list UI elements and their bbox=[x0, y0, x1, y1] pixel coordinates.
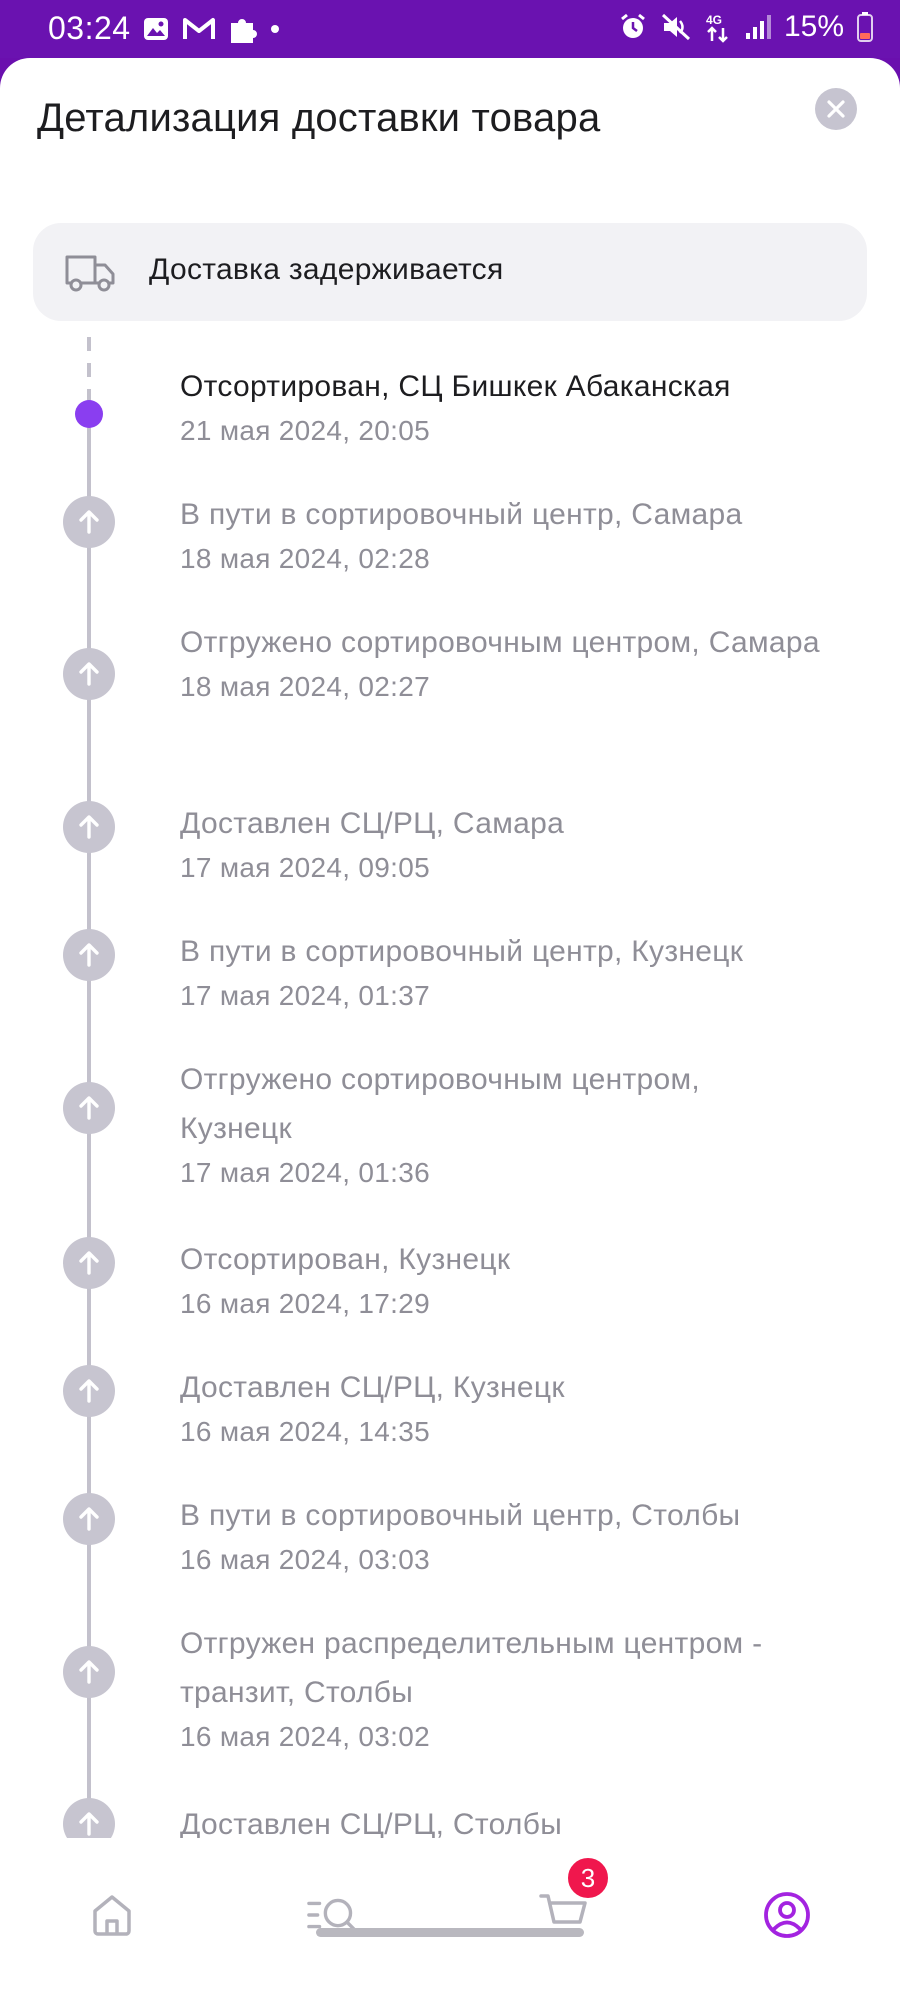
timeline-event: Отсортирован, Кузнецк 16 мая 2024, 17:29 bbox=[180, 1235, 860, 1324]
delivery-timeline: Отсортирован, СЦ Бишкек Абаканская 21 ма… bbox=[0, 58, 900, 1838]
arrow-up-icon bbox=[79, 510, 99, 534]
status-time: 03:24 bbox=[48, 10, 131, 46]
arrow-up-icon bbox=[79, 662, 99, 686]
timeline-event: Отгружен распределительным центром - тра… bbox=[180, 1619, 860, 1757]
event-date: 16 мая 2024, 03:02 bbox=[180, 1721, 431, 1752]
arrow-up-icon bbox=[79, 1812, 99, 1836]
event-status: Отгружено сортировочным центром, Самара bbox=[180, 626, 820, 659]
mail-icon bbox=[183, 18, 215, 39]
event-date: 18 мая 2024, 02:28 bbox=[180, 543, 431, 574]
alarm-icon bbox=[621, 13, 645, 38]
arrow-up-node bbox=[63, 1365, 115, 1417]
nav-catalog[interactable] bbox=[306, 1885, 366, 1945]
system-icons: 4G 15% bbox=[618, 10, 874, 44]
arrow-up-node bbox=[63, 496, 115, 548]
timeline-event: Отгружено сортировочным центром, Кузнецк… bbox=[180, 1055, 820, 1193]
timeline-dashed-line bbox=[87, 337, 91, 405]
timeline-event: Доставлен СЦ/РЦ, Кузнецк 16 мая 2024, 14… bbox=[180, 1363, 860, 1452]
nav-profile[interactable] bbox=[757, 1885, 817, 1945]
nav-home[interactable] bbox=[82, 1885, 142, 1945]
mute-icon bbox=[661, 13, 690, 41]
delivery-details-sheet: Детализация доставки товара Доставка зад… bbox=[0, 58, 900, 2007]
close-button[interactable] bbox=[815, 88, 857, 130]
delivery-delayed-banner: Доставка задерживается bbox=[33, 223, 867, 321]
event-date: 16 мая 2024, 17:29 bbox=[180, 1288, 431, 1319]
timeline-event: В пути в сортировочный центр, Самара 18 … bbox=[180, 490, 860, 579]
event-status: Отгружен распределительным центром - тра… bbox=[180, 1627, 763, 1709]
puzzle-icon bbox=[231, 19, 257, 43]
arrow-up-node bbox=[63, 801, 115, 853]
arrow-up-node bbox=[63, 1798, 115, 1838]
event-date: 18 мая 2024, 02:27 bbox=[180, 671, 431, 702]
catalog-search-icon bbox=[307, 1898, 359, 1935]
profile-icon bbox=[764, 1892, 810, 1938]
event-status: Отсортирован, Кузнецк bbox=[180, 1243, 511, 1276]
notification-icons bbox=[142, 13, 280, 45]
arrow-up-node bbox=[63, 1237, 115, 1289]
timeline-event: В пути в сортировочный центр, Кузнецк 17… bbox=[180, 927, 860, 1016]
arrow-up-icon bbox=[79, 1379, 99, 1403]
event-status: Доставлен СЦ/РЦ, Столбы bbox=[180, 1808, 563, 1838]
cart-badge: 3 bbox=[566, 1856, 610, 1900]
truck-icon bbox=[65, 255, 115, 292]
arrow-up-node bbox=[63, 929, 115, 981]
arrow-up-node bbox=[63, 1646, 115, 1698]
dot-icon bbox=[271, 25, 279, 33]
arrow-up-icon bbox=[79, 1096, 99, 1120]
event-status: Отгружено сортировочным центром, Кузнецк bbox=[180, 1063, 701, 1145]
signal-icon bbox=[745, 15, 771, 39]
svg-text:4G: 4G bbox=[706, 13, 722, 27]
home-icon bbox=[93, 1895, 131, 1936]
arrow-up-icon bbox=[79, 1660, 99, 1684]
battery-icon bbox=[857, 12, 873, 42]
status-bar: 03:24 4G bbox=[0, 0, 900, 58]
event-date: 16 мая 2024, 03:03 bbox=[180, 1544, 431, 1575]
battery-percentage: 15% bbox=[783, 10, 844, 43]
banner-text: Доставка задерживается bbox=[149, 253, 504, 286]
arrow-up-node bbox=[63, 648, 115, 700]
event-date: 16 мая 2024, 14:35 bbox=[180, 1416, 431, 1447]
event-date: 17 мая 2024, 01:36 bbox=[180, 1157, 431, 1188]
timeline-event: Отсортирован, СЦ Бишкек Абаканская 21 ма… bbox=[180, 362, 860, 451]
event-status: В пути в сортировочный центр, Кузнецк bbox=[180, 935, 744, 968]
timeline-event: Доставлен СЦ/РЦ, Столбы bbox=[180, 1800, 860, 1838]
gallery-icon bbox=[144, 18, 168, 40]
event-status: Доставлен СЦ/РЦ, Кузнецк bbox=[180, 1371, 565, 1404]
timeline-event: Доставлен СЦ/РЦ, Самара 17 мая 2024, 09:… bbox=[180, 799, 860, 888]
event-date: 17 мая 2024, 09:05 bbox=[180, 852, 431, 883]
current-status-dot bbox=[75, 400, 103, 428]
arrow-up-node bbox=[63, 1493, 115, 1545]
network-4g-icon: 4G bbox=[706, 13, 728, 43]
gesture-navigation-bar[interactable] bbox=[316, 1928, 584, 1937]
arrow-up-icon bbox=[79, 1507, 99, 1531]
arrow-up-icon bbox=[79, 815, 99, 839]
event-status: Доставлен СЦ/РЦ, Самара bbox=[180, 807, 565, 840]
timeline-event: Отгружено сортировочным центром, Самара … bbox=[180, 618, 820, 707]
arrow-up-icon bbox=[79, 943, 99, 967]
arrow-up-node bbox=[63, 1082, 115, 1134]
close-icon bbox=[827, 100, 845, 118]
sheet-title: Детализация доставки товара bbox=[37, 96, 601, 140]
timeline-event: В пути в сортировочный центр, Столбы 16 … bbox=[180, 1491, 860, 1580]
event-date: 21 мая 2024, 20:05 bbox=[180, 415, 431, 446]
event-status: В пути в сортировочный центр, Самара bbox=[180, 498, 743, 531]
bottom-navigation: 3 bbox=[0, 1838, 900, 2007]
event-date: 17 мая 2024, 01:37 bbox=[180, 980, 431, 1011]
event-status: В пути в сортировочный центр, Столбы bbox=[180, 1499, 741, 1532]
event-status: Отсортирован, СЦ Бишкек Абаканская bbox=[180, 370, 731, 403]
arrow-up-icon bbox=[79, 1251, 99, 1275]
